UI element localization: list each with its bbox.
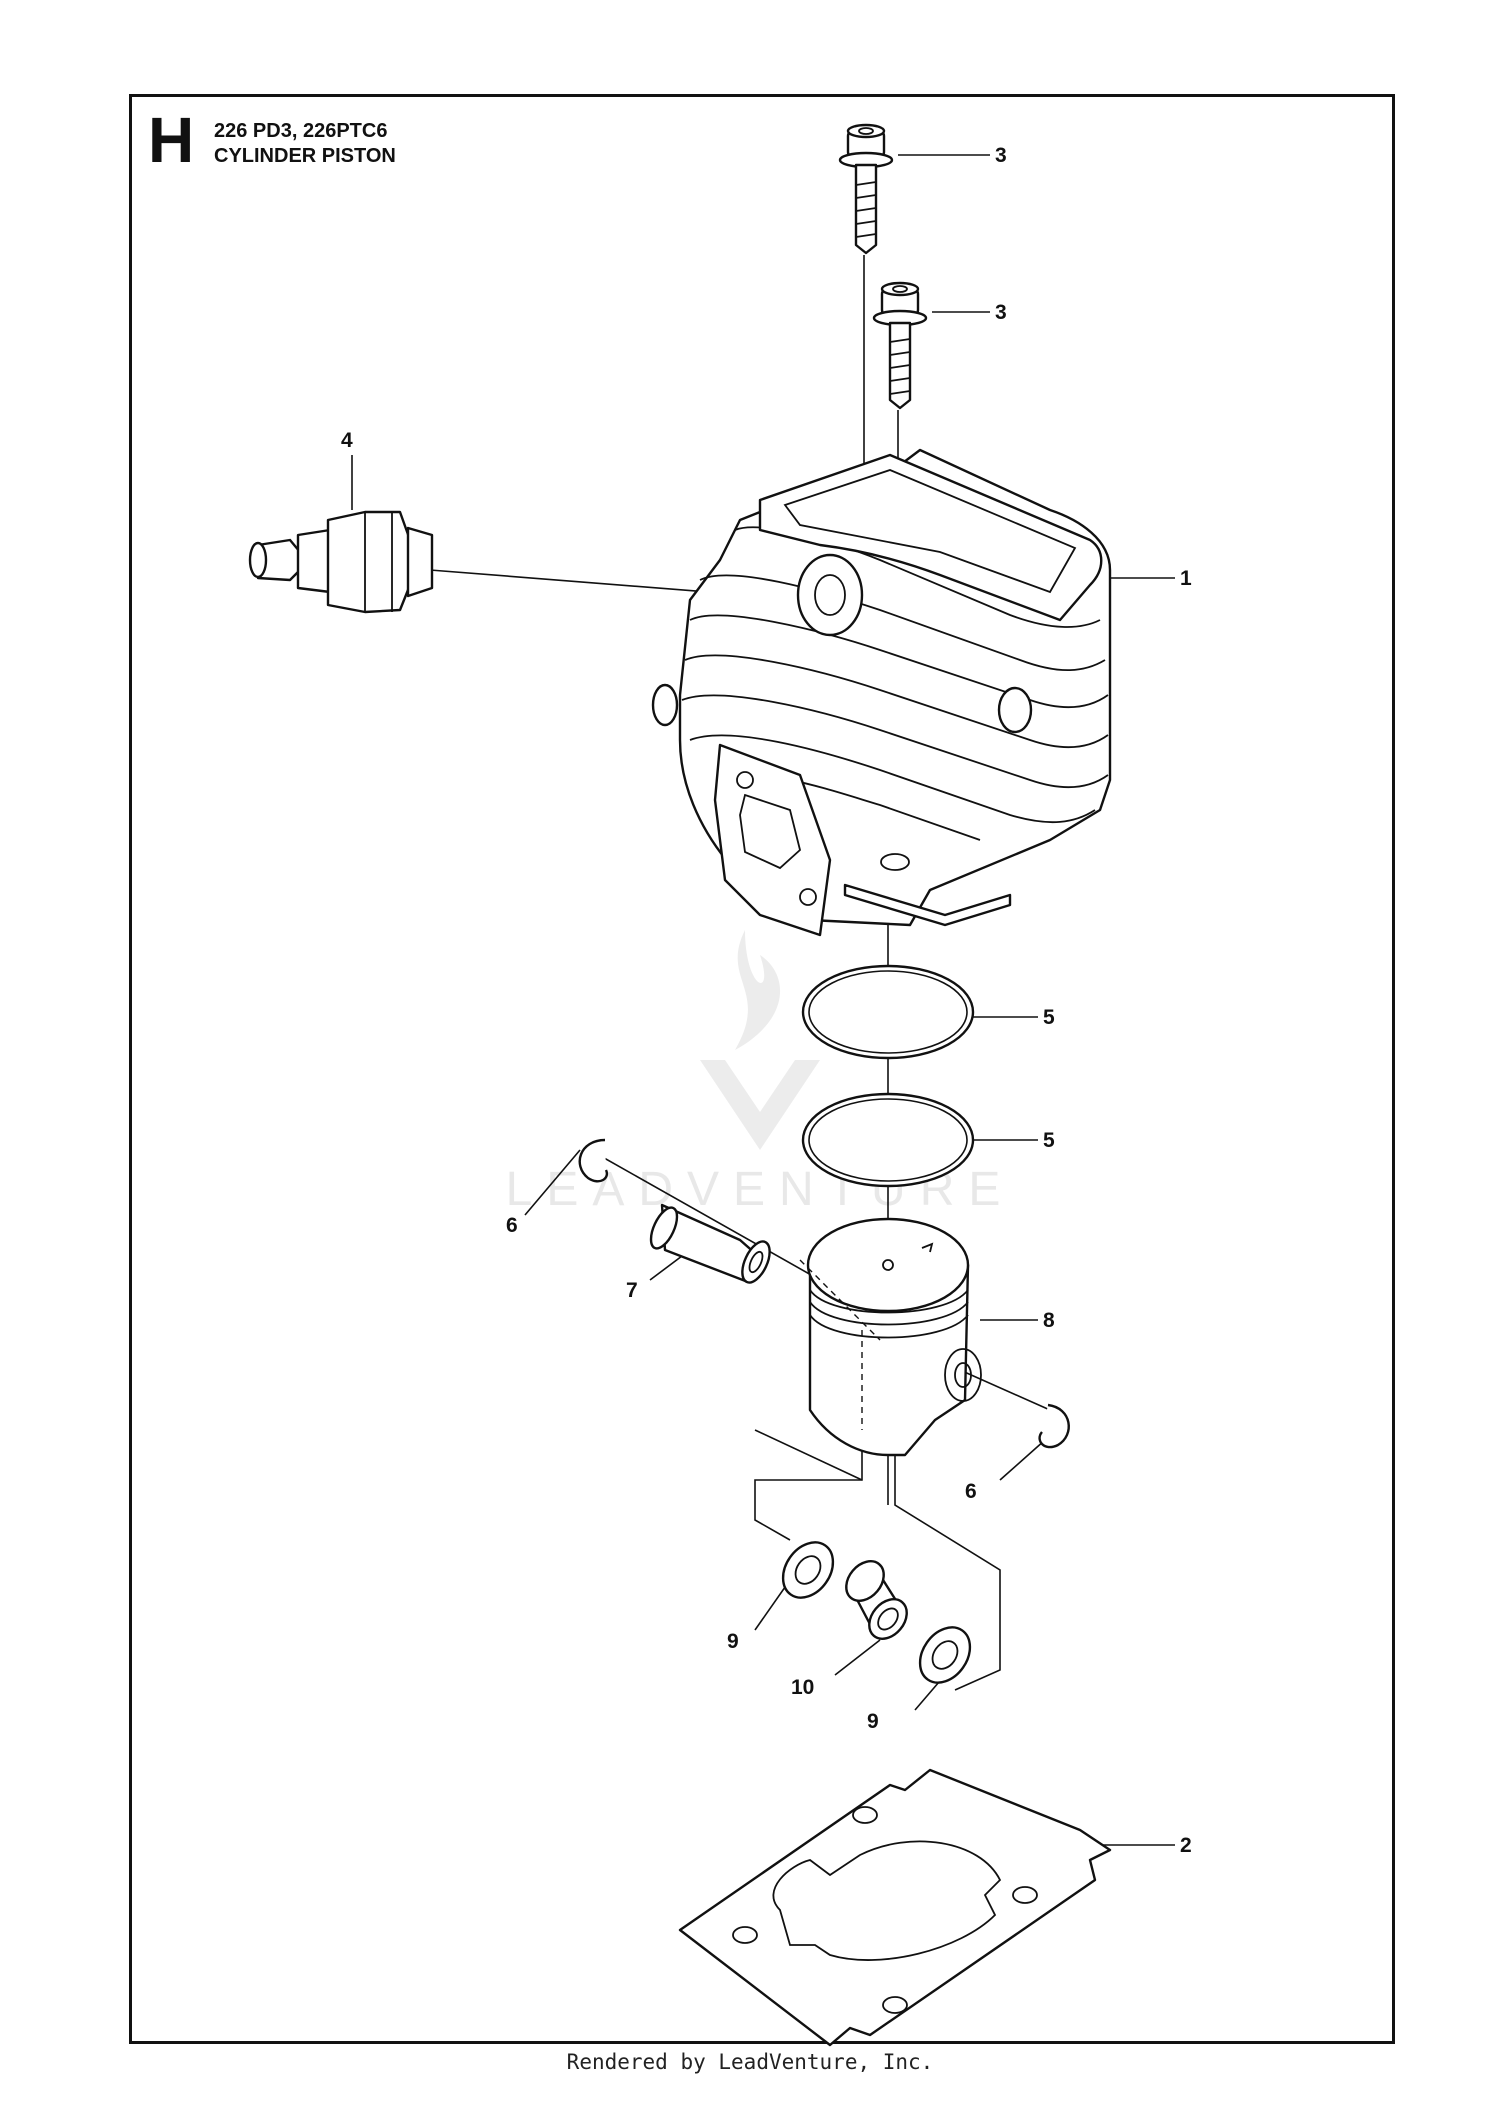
piston-pin [649,1203,771,1284]
callout-part-6-left: 6 [506,1214,518,1237]
callout-part-9-left: 9 [727,1630,739,1653]
bolt-upper [838,123,894,255]
callout-part-9-right: 9 [867,1710,879,1733]
callout-part-10: 10 [791,1676,814,1699]
callout-part-8: 8 [1043,1309,1055,1332]
piston-ring-upper [801,964,975,1060]
callout-part-1: 1 [1180,567,1192,590]
cylinder [651,448,1112,937]
piston-ring-lower [801,1092,975,1188]
footer-credit: Rendered by LeadVenture, Inc. [566,2050,934,2074]
spark-plug [248,510,434,614]
callout-labels: 1 2 3 3 4 5 5 6 6 7 8 9 9 10 [341,144,1192,1857]
callout-part-5-lower: 5 [1043,1129,1055,1152]
callout-part-4: 4 [341,429,353,452]
circlip-left [578,1138,609,1183]
callout-part-7: 7 [626,1279,638,1302]
cylinder-gasket [678,1768,1112,2047]
watermark-v-icon [700,1060,820,1150]
callout-part-3-lower: 3 [995,301,1007,324]
callout-part-3-upper: 3 [995,144,1007,167]
watermark-flame-icon [735,930,781,1050]
circlip-right [1038,1403,1070,1449]
diagram-frame [129,94,1395,2044]
model-numbers: 226 PD3, 226PTC6 [214,120,388,142]
callout-part-6-right: 6 [965,1480,977,1503]
bolt-lower [872,281,928,410]
bearing-washer-left [781,1541,835,1599]
section-letter: H [148,104,195,176]
piston [799,1217,982,1457]
callout-part-5-upper: 5 [1043,1006,1055,1029]
callout-part-2: 2 [1180,1834,1192,1857]
needle-bearing [845,1560,908,1640]
bearing-washer-right [918,1626,972,1684]
diagram-title: CYLINDER PISTON [214,145,396,167]
